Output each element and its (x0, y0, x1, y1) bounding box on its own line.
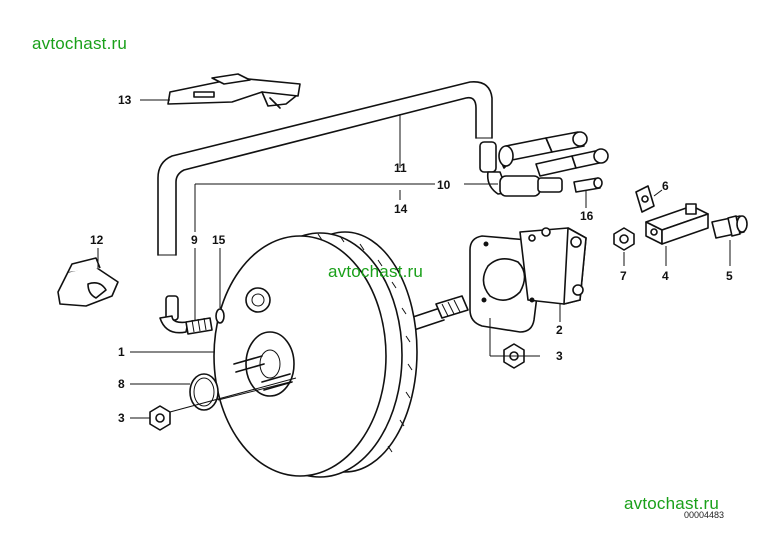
part-2-master-cylinder (469, 227, 587, 333)
part-8-seal-ring (189, 373, 219, 411)
callout-3-right: 3 (556, 349, 563, 363)
callout-12: 12 (90, 233, 104, 247)
callout-7: 7 (620, 269, 627, 283)
callout-10: 10 (437, 178, 451, 192)
callout-labels: 13 11 10 14 9 15 12 16 6 7 4 5 2 3 1 8 3 (90, 93, 733, 425)
watermark-top-left: avtochast.ru (32, 34, 128, 53)
callout-16: 16 (580, 209, 594, 223)
document-id: 00004483 (684, 510, 725, 520)
watermark-bottom-right: avtochast.ru (624, 494, 720, 513)
part-7-nut (613, 227, 635, 251)
part-16-cap (573, 177, 603, 193)
callout-6: 6 (662, 179, 669, 193)
callout-11: 11 (394, 161, 407, 175)
callout-14: 14 (394, 202, 408, 216)
part-4-connector-block (645, 203, 709, 245)
callout-5: 5 (726, 269, 733, 283)
part-5-fitting (711, 215, 748, 239)
callout-lines (97, 99, 731, 419)
part-3-nut-left (149, 405, 171, 431)
part-15-grommet (215, 308, 225, 324)
part-1-brake-booster (213, 231, 418, 478)
part-6-clip (635, 185, 655, 213)
part-10-check-valve (479, 131, 609, 197)
part-9-elbow-fitting (159, 295, 213, 335)
callout-8: 8 (118, 377, 125, 391)
callout-3-left: 3 (118, 411, 125, 425)
part-11-vacuum-hose (157, 81, 493, 256)
callout-2: 2 (556, 323, 563, 337)
callout-1: 1 (118, 345, 125, 359)
callout-13: 13 (118, 93, 132, 107)
callout-4: 4 (662, 269, 669, 283)
callout-9: 9 (191, 233, 198, 247)
part-13-bracket (167, 73, 301, 109)
part-12-clamp (57, 257, 119, 307)
callout-15: 15 (212, 233, 226, 247)
watermark-center: avtochast.ru (328, 262, 424, 281)
